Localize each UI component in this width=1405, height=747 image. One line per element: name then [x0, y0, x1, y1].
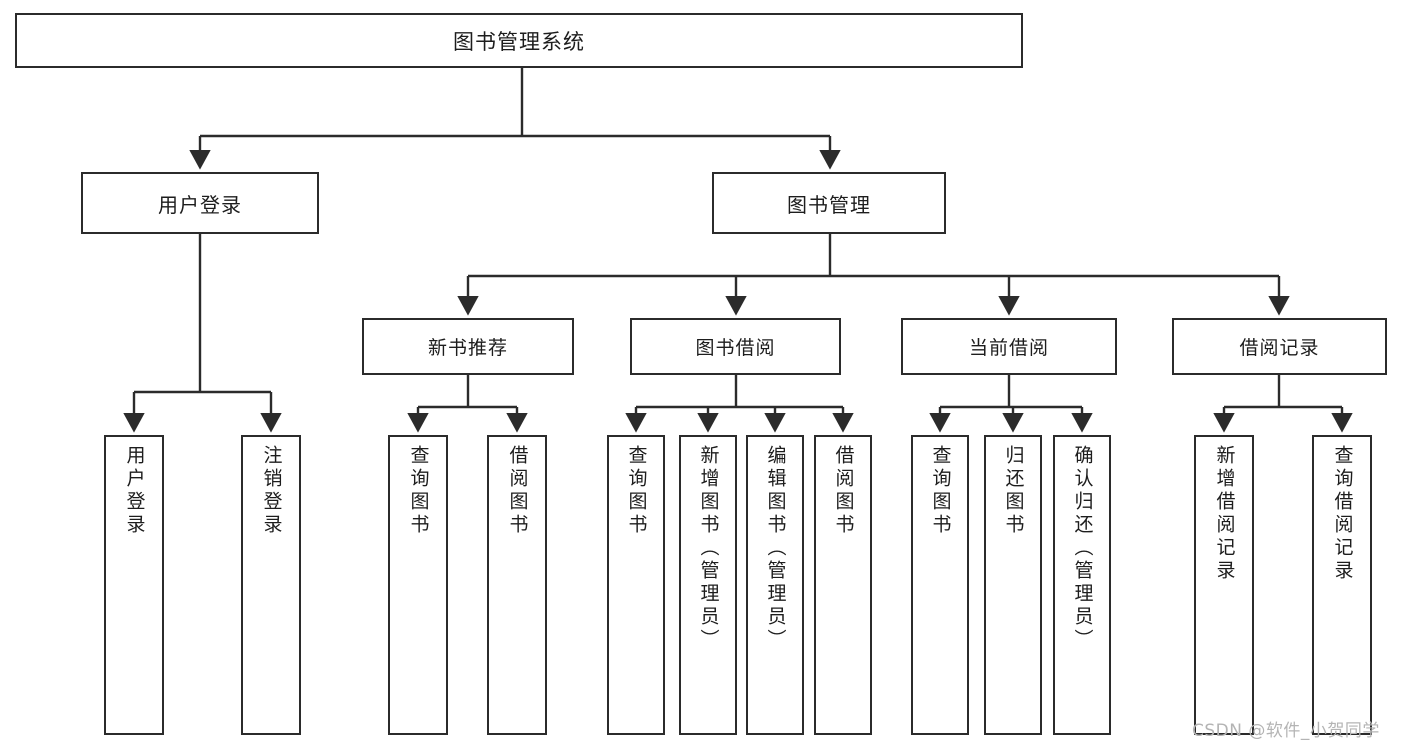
node-leaf-borrow-book-1-label: 借阅图书 — [506, 445, 529, 537]
node-leaf-query-borrow-record-label: 查询借阅记录 — [1331, 445, 1354, 583]
node-leaf-query-book-2[interactable]: 查询图书 — [607, 435, 665, 735]
node-leaf-query-book-1[interactable]: 查询图书 — [388, 435, 448, 735]
node-user-login-label: 用户登录 — [158, 192, 242, 217]
node-leaf-add-book-admin-label: 新增图书（管理员） — [697, 445, 720, 652]
node-leaf-user-login[interactable]: 用户登录 — [104, 435, 164, 735]
node-book-manage[interactable]: 图书管理 — [712, 172, 946, 234]
node-leaf-query-book-3-label: 查询图书 — [929, 445, 952, 537]
node-borrow-record-label: 借阅记录 — [1239, 337, 1320, 359]
node-root[interactable]: 图书管理系统 — [15, 13, 1023, 68]
node-current-borrow[interactable]: 当前借阅 — [901, 318, 1117, 375]
node-new-book-recommend-label: 新书推荐 — [427, 337, 508, 359]
node-leaf-borrow-book-1[interactable]: 借阅图书 — [487, 435, 547, 735]
node-book-borrow[interactable]: 图书借阅 — [630, 318, 841, 375]
node-leaf-add-borrow-record[interactable]: 新增借阅记录 — [1194, 435, 1254, 735]
node-borrow-record[interactable]: 借阅记录 — [1172, 318, 1387, 375]
node-leaf-query-book-3[interactable]: 查询图书 — [911, 435, 969, 735]
node-new-book-recommend[interactable]: 新书推荐 — [362, 318, 574, 375]
node-leaf-return-book[interactable]: 归还图书 — [984, 435, 1042, 735]
node-leaf-add-book-admin[interactable]: 新增图书（管理员） — [679, 435, 737, 735]
node-current-borrow-label: 当前借阅 — [968, 337, 1049, 359]
node-book-borrow-label: 图书借阅 — [695, 337, 776, 359]
node-leaf-confirm-return-admin-label: 确认归还（管理员） — [1071, 445, 1094, 652]
node-leaf-borrow-book-2[interactable]: 借阅图书 — [814, 435, 872, 735]
node-leaf-query-book-2-label: 查询图书 — [625, 445, 648, 537]
node-leaf-edit-book-admin[interactable]: 编辑图书（管理员） — [746, 435, 804, 735]
node-leaf-return-book-label: 归还图书 — [1002, 445, 1025, 537]
node-leaf-query-book-1-label: 查询图书 — [407, 445, 430, 537]
node-leaf-borrow-book-2-label: 借阅图书 — [832, 445, 855, 537]
node-leaf-query-borrow-record[interactable]: 查询借阅记录 — [1312, 435, 1372, 735]
node-leaf-add-borrow-record-label: 新增借阅记录 — [1213, 445, 1236, 583]
node-book-manage-label: 图书管理 — [787, 192, 871, 217]
node-leaf-user-logout-label: 注销登录 — [260, 445, 283, 537]
node-leaf-user-logout[interactable]: 注销登录 — [241, 435, 301, 735]
node-leaf-confirm-return-admin[interactable]: 确认归还（管理员） — [1053, 435, 1111, 735]
node-user-login[interactable]: 用户登录 — [81, 172, 319, 234]
node-leaf-user-login-label: 用户登录 — [123, 445, 146, 537]
node-leaf-edit-book-admin-label: 编辑图书（管理员） — [764, 445, 787, 652]
watermark-text: CSDN @软件_小贺同学 — [1192, 721, 1380, 741]
node-root-label: 图书管理系统 — [453, 29, 585, 54]
